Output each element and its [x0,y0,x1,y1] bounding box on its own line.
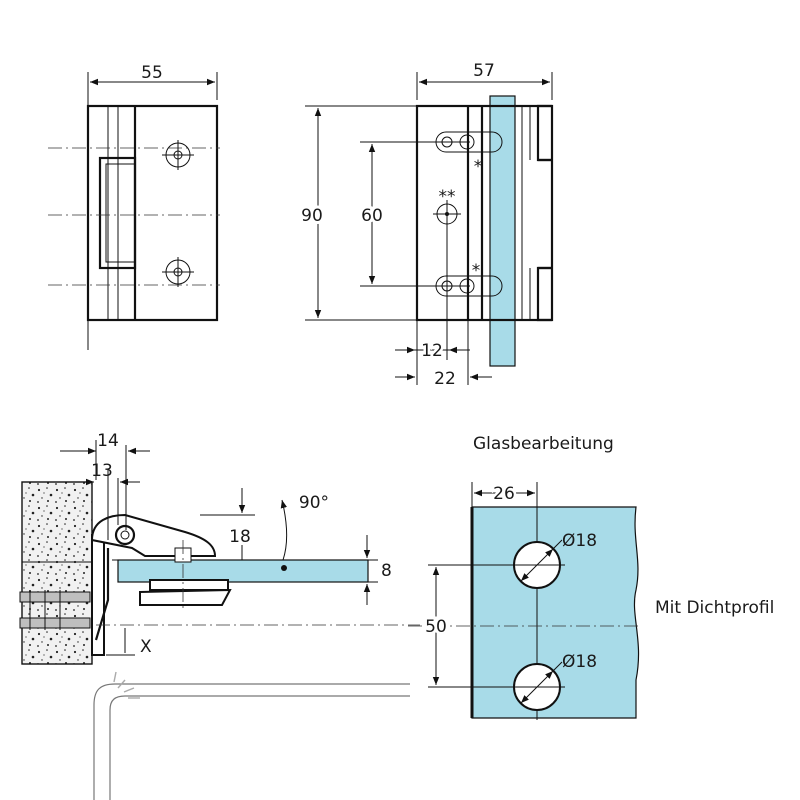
side-view: 57 * ** * 90 [298,61,554,389]
edge-distance-label: 26 [493,484,515,504]
side-height-label: 90 [301,206,323,226]
hole-diameter-top: Ø18 [562,531,597,551]
screw-icon [433,200,461,228]
offset-a-label: 12 [421,341,443,361]
screw-icon [162,140,194,170]
section-dim-b: 13 [91,461,113,481]
x-label: X [140,637,152,657]
front-view: 55 [48,63,220,350]
mark-single-bottom: * [472,261,481,281]
screw-icon [162,257,194,287]
front-width-label: 55 [141,63,163,83]
mark-double: ** [439,187,456,207]
light-icon [113,671,140,699]
mark-single-top: * [474,157,483,177]
angle-label: 90° [299,493,329,513]
section-dim-c: 18 [229,527,251,547]
section-dim-a: 14 [97,431,119,451]
side-width-label: 57 [473,61,495,81]
section-view: 14 13 18 90° 8 X [19,431,420,800]
hole-diameter-bottom: Ø18 [562,652,597,672]
glass-hole-spacing: 50 [425,617,447,637]
hole-spacing-label: 60 [361,206,383,226]
glass-processing-title: Glasbearbeitung [473,434,614,454]
wall-dowel [19,590,91,630]
glass-processing: Glasbearbeitung 26 Ø18 Ø18 50 Mit Dichtp… [408,434,774,720]
offset-b-label: 22 [434,369,456,389]
seal-profile-note: Mit Dichtprofil [655,598,774,618]
glass-thickness-label: 8 [381,561,392,581]
